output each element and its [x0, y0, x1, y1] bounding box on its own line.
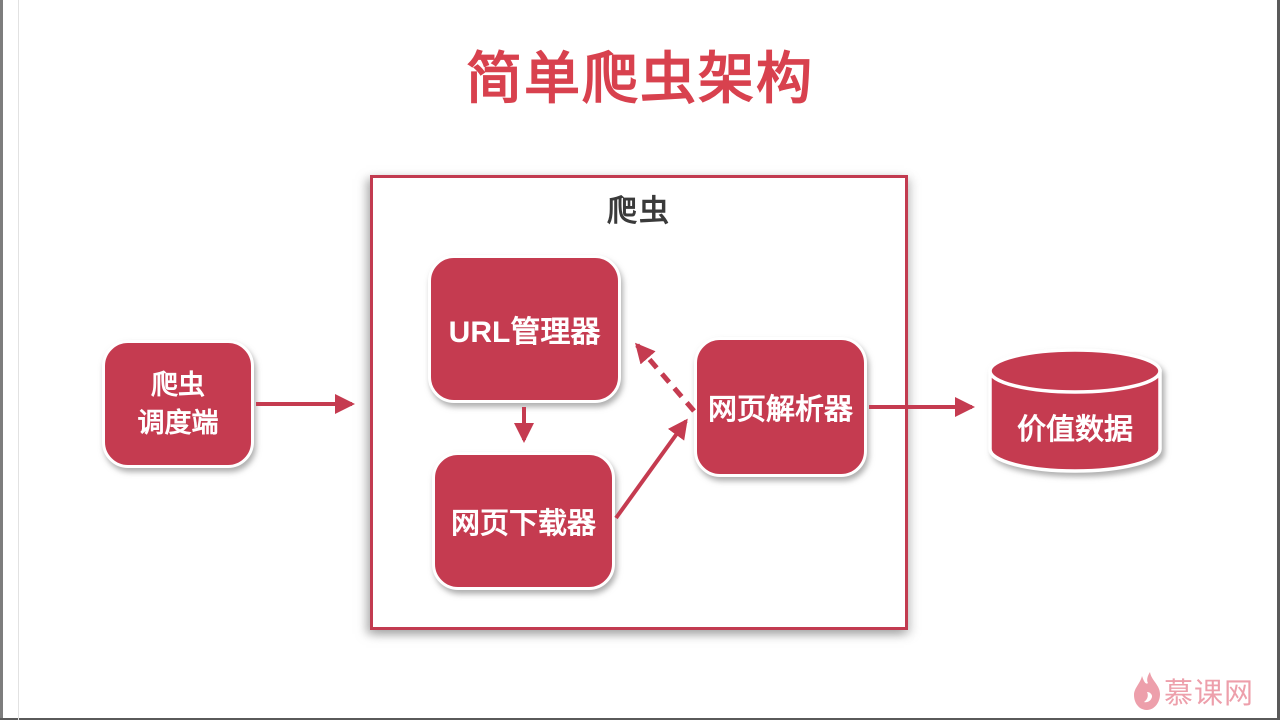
- database-cylinder-shape: [988, 348, 1162, 473]
- node-parser-label: 网页解析器: [707, 394, 853, 426]
- imooc-logo: 慕课网: [1134, 668, 1254, 714]
- node-scheduler-label-line2: 调度端: [137, 408, 219, 438]
- page-title: 简单爬虫架构: [466, 47, 814, 110]
- database-cylinder: 价值数据: [986, 346, 1164, 474]
- inner-frame-line: [18, 0, 19, 720]
- database-label: 价值数据: [1016, 414, 1133, 446]
- right-edge-line: [1277, 0, 1280, 720]
- node-parser: 网页解析器: [694, 337, 867, 477]
- node-scheduler-label-line1: 爬虫: [151, 370, 205, 400]
- crawler-container-label: 爬虫: [607, 195, 671, 228]
- node-url-manager-label: URL管理器: [448, 316, 601, 349]
- left-edge-line: [0, 0, 3, 720]
- node-url-manager: URL管理器: [428, 255, 621, 403]
- node-scheduler: 爬虫 调度端: [102, 340, 254, 468]
- node-downloader-label: 网页下载器: [450, 508, 596, 540]
- logo-text: 慕课网: [1164, 678, 1255, 710]
- bottom-edge-line: [0, 718, 1280, 720]
- flame-icon: [1134, 672, 1160, 710]
- node-downloader: 网页下载器: [432, 452, 615, 590]
